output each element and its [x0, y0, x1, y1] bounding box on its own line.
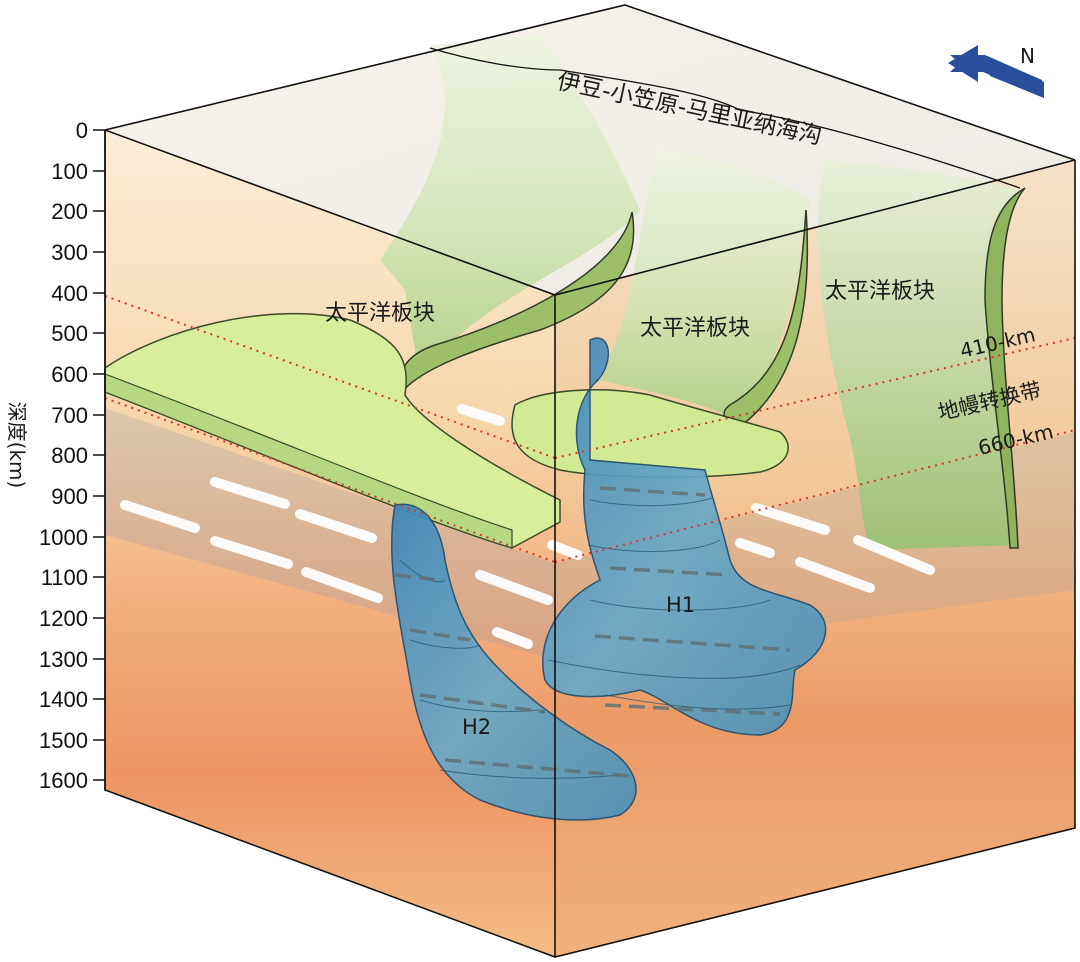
tick-1200: 1200 [39, 606, 88, 631]
tick-600: 600 [51, 362, 88, 387]
anomaly-dashes [394, 486, 791, 778]
depth-axis-title: 深度(km) [5, 402, 29, 489]
tick-0: 0 [76, 118, 88, 143]
tick-1100: 1100 [41, 565, 88, 590]
depth-axis [93, 129, 106, 790]
depth-tick-labels: 0 100 200 300 400 500 600 700 800 900 10… [39, 118, 88, 793]
tick-1500: 1500 [39, 728, 88, 753]
tick-200: 200 [51, 199, 88, 224]
slab-curtain-right [817, 160, 1025, 550]
trench-line [429, 47, 1021, 189]
line-410-front [104, 295, 556, 459]
anomaly-h1 [542, 337, 827, 736]
tick-700: 700 [51, 403, 88, 428]
north-arrow-icon [948, 45, 1044, 98]
anomaly-contours [399, 497, 801, 779]
north-label: N [1020, 44, 1035, 68]
label-h1: H1 [666, 593, 695, 617]
tick-900: 900 [51, 484, 88, 509]
slab-edge-right [984, 187, 1026, 549]
tick-300: 300 [51, 240, 88, 265]
discontinuity-lines [104, 295, 1076, 563]
tick-100: 100 [51, 159, 88, 184]
slab-curtain-left [380, 35, 640, 380]
plate-label-2: 太平洋板块 [640, 316, 750, 341]
tick-500: 500 [51, 321, 88, 346]
white-bars [120, 404, 935, 649]
tick-1600: 1600 [39, 768, 88, 793]
label-h2: H2 [462, 715, 491, 739]
line-660-front [104, 397, 556, 563]
tick-1000: 1000 [39, 525, 88, 550]
plate-label-1: 太平洋板块 [325, 301, 435, 326]
tick-1300: 1300 [39, 647, 88, 672]
anomaly-h2 [390, 503, 637, 821]
plate-label-3: 太平洋板块 [825, 279, 935, 304]
tick-800: 800 [51, 443, 88, 468]
tick-400: 400 [51, 281, 88, 306]
tick-1400: 1400 [39, 687, 88, 712]
slab-curtain-middle [600, 150, 810, 420]
line-410-side [554, 337, 1076, 459]
